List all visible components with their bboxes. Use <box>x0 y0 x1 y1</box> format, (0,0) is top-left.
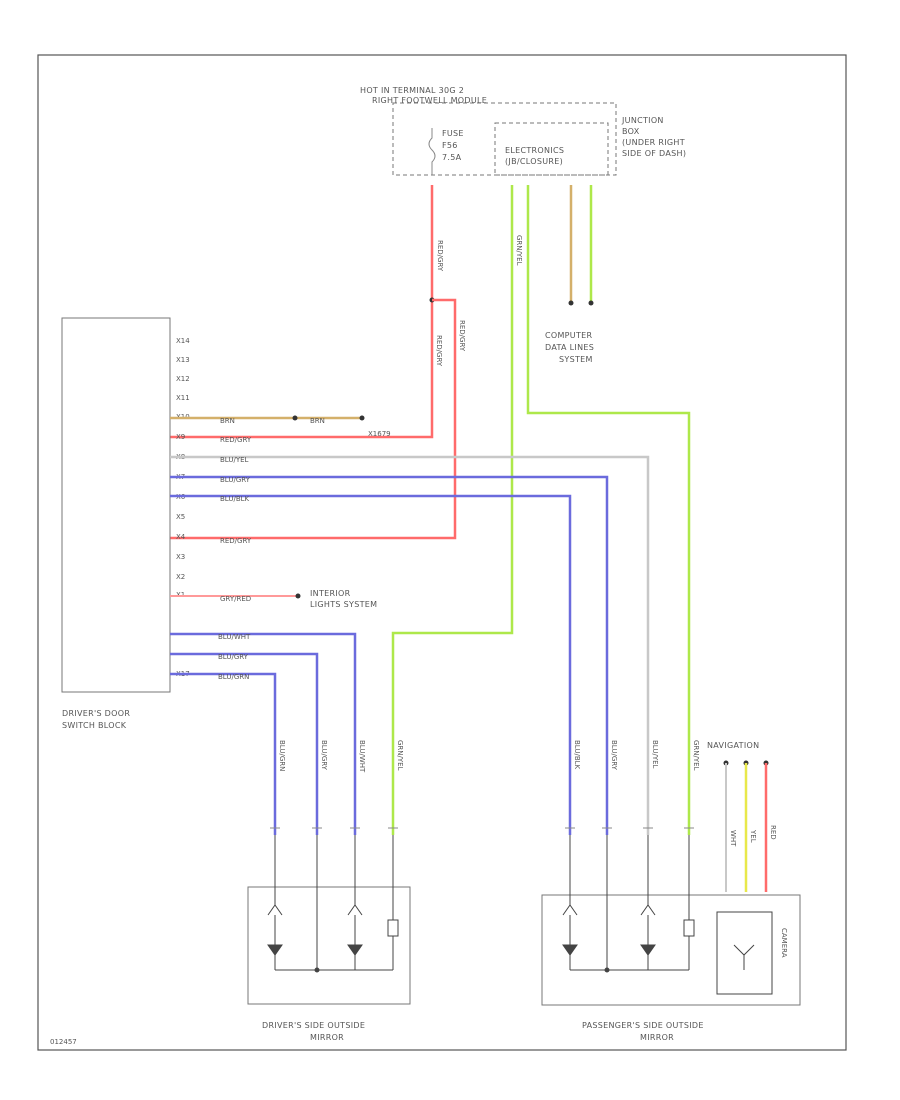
red-wire-label-block-2: RED/GRY <box>220 537 252 545</box>
nav-wire-label-white: WHT <box>729 830 737 847</box>
pin-label: X2 <box>176 573 185 581</box>
navigation-label: NAVIGATION <box>707 741 759 750</box>
driver-mirror-internal <box>267 835 399 973</box>
red-branch-wire <box>170 298 457 540</box>
blue-wire-4 <box>170 652 319 835</box>
pin-label: X14 <box>176 337 190 345</box>
junction-box-label-3: (UNDER RIGHT <box>622 138 685 147</box>
vertical-wire-label: BLU/WHT <box>358 740 366 773</box>
switch-block-box <box>61 317 171 693</box>
interior-label-2: LIGHTS SYSTEM <box>310 600 377 609</box>
ground-label: X1679 <box>368 430 391 438</box>
blue-wire-2 <box>170 494 572 835</box>
brown-wire-label: BRN <box>220 417 235 425</box>
fuse-rating: 7.5A <box>442 153 462 162</box>
junction-box-label-4: SIDE OF DASH) <box>622 149 686 158</box>
blue-wire-label-5: BLU/GRN <box>218 673 249 681</box>
data-line-arrow-2 <box>588 300 594 306</box>
fuse-symbol <box>428 128 436 175</box>
hot-terminal-label: HOT IN TERMINAL 30G 2 <box>360 86 464 95</box>
vertical-wire-label: GRN/YEL <box>396 740 404 771</box>
junction-box-label-1: JUNCTION <box>621 116 664 125</box>
fuse-id: F56 <box>442 141 458 150</box>
nav-wire-label-red: RED <box>769 825 777 840</box>
brown-wire-label-2: BRN <box>310 417 325 425</box>
ground-splice-dot <box>292 415 298 421</box>
blue-wire-label-1: BLU/GRY <box>220 476 251 484</box>
junction-box-label-2: BOX <box>622 127 640 136</box>
electronics-box-outline <box>494 122 609 176</box>
passenger-mirror-internal <box>562 835 773 995</box>
red-wire-label-block-1: RED/GRY <box>220 436 252 444</box>
computer-label-3: SYSTEM <box>559 355 593 364</box>
pin-label: X12 <box>176 375 190 383</box>
hot-module-label: RIGHT FOOTWELL MODULE <box>372 96 487 105</box>
pin-label: X9 <box>176 433 185 441</box>
vertical-wire-label: GRN/YEL <box>692 740 700 771</box>
fuse-name: FUSE <box>442 129 464 138</box>
diagram-frame <box>37 54 847 1051</box>
driver-mirror-box <box>247 886 411 1005</box>
vertical-wire-label: BLU/GRN <box>278 740 286 771</box>
electronics-sub-label: (JB/CLOSURE) <box>505 157 563 166</box>
driver-mirror-label-1: DRIVER'S SIDE OUTSIDE <box>262 1021 365 1030</box>
passenger-mirror-label-1: PASSENGER'S SIDE OUTSIDE <box>582 1021 704 1030</box>
computer-label-1: COMPUTER <box>545 331 593 340</box>
passenger-mirror-box <box>541 894 801 1006</box>
nav-wire-label-yellow: YEL <box>749 829 757 843</box>
gray-wire <box>170 455 650 835</box>
pin-label: X11 <box>176 394 190 402</box>
vertical-wire-label: BLU/GRY <box>610 740 618 771</box>
vertical-wire-label: BLU/YEL <box>651 740 659 769</box>
blue-wire-1 <box>170 475 609 835</box>
red-fuse-wire <box>170 185 434 439</box>
green-data-wire-1 <box>391 185 514 835</box>
ground-arrow <box>359 415 365 421</box>
interior-arrow <box>295 593 301 599</box>
driver-mirror-label-2: MIRROR <box>310 1033 344 1042</box>
footer-code: 012457 <box>50 1038 77 1046</box>
electronics-label: ELECTRONICS <box>505 146 564 155</box>
blue-wire-3 <box>170 632 357 835</box>
green-data-wire-2 <box>526 185 691 835</box>
gray-wire-label: BLU/YEL <box>220 456 249 464</box>
fuse-wire-label: RED/GRY <box>436 240 444 272</box>
blue-wire-label-2: BLU/BLK <box>220 495 250 503</box>
blue-wire-label-3: BLU/WHT <box>218 633 251 641</box>
passenger-mirror-label-2: MIRROR <box>640 1033 674 1042</box>
red-wire-label-2: RED/GRY <box>458 320 466 352</box>
vertical-wire-label: BLU/BLK <box>573 740 581 770</box>
switch-block-label-2: SWITCH BLOCK <box>62 721 127 730</box>
pin-label: X5 <box>176 513 185 521</box>
blue-wire-label-4: BLU/GRY <box>218 653 249 661</box>
vertical-wire-label: BLU/GRY <box>320 740 328 771</box>
camera-label: CAMERA <box>780 928 788 958</box>
computer-label-2: DATA LINES <box>545 343 594 352</box>
pin-label: X4 <box>176 533 186 541</box>
data-line-arrow-1 <box>568 300 574 306</box>
pin-label: X3 <box>176 553 185 561</box>
switch-block-label-1: DRIVER'S DOOR <box>62 709 130 718</box>
red-wire-label-1: RED/GRY <box>435 335 443 367</box>
interior-label-1: INTERIOR <box>310 589 351 598</box>
pin-label: X13 <box>176 356 190 364</box>
interior-wire-label: GRY/RED <box>220 595 251 603</box>
green-wire-label-top: GRN/YEL <box>515 235 523 266</box>
blue-wire-5 <box>170 672 277 835</box>
